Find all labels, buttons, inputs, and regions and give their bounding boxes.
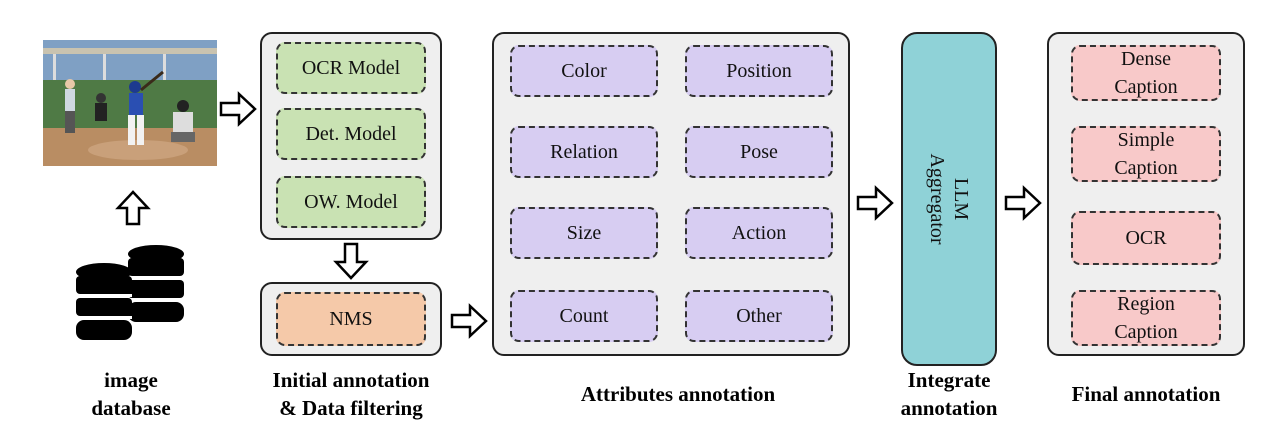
caption-line: database xyxy=(91,396,171,420)
nms-box: NMS xyxy=(276,292,426,346)
arrow-right-icon xyxy=(219,91,257,127)
arrow-up-icon xyxy=(115,190,151,226)
attribute-label: Other xyxy=(736,305,782,327)
attribute-box: Color xyxy=(510,45,658,97)
arrow-right-icon xyxy=(1004,185,1042,221)
attribute-box: Position xyxy=(685,45,833,97)
final-label: Caption xyxy=(1114,321,1178,343)
attribute-box: Other xyxy=(685,290,833,342)
final-label: Dense xyxy=(1121,48,1171,70)
database-icon xyxy=(76,245,184,340)
baseball-photo xyxy=(43,40,217,166)
nms-label: NMS xyxy=(329,308,373,330)
attribute-box: Size xyxy=(510,207,658,259)
attribute-box: Count xyxy=(510,290,658,342)
attribute-label: Relation xyxy=(550,141,618,163)
attribute-box: Relation xyxy=(510,126,658,178)
final-label: Simple xyxy=(1117,129,1175,151)
final-label: Region xyxy=(1117,293,1175,315)
model-box-ocr: OCR Model xyxy=(276,42,426,94)
final-label: OCR xyxy=(1125,227,1167,249)
llm-aggregator-label: LLM Aggregator xyxy=(925,153,973,244)
attribute-label: Action xyxy=(731,222,787,244)
attribute-label: Count xyxy=(559,305,609,327)
attribute-label: Position xyxy=(726,60,792,82)
caption-initial-annotation: Initial annotation & Data filtering xyxy=(246,366,456,422)
caption-line: Attributes annotation xyxy=(580,382,776,406)
attribute-box: Action xyxy=(685,207,833,259)
arrow-right-icon xyxy=(450,303,488,339)
llm-label: LLM xyxy=(950,177,972,221)
arrow-right-icon xyxy=(856,185,894,221)
caption-final-annotation: Final annotation xyxy=(1046,380,1246,408)
caption-line: Integrate xyxy=(907,368,991,392)
arrow-down-icon xyxy=(333,242,369,280)
caption-image-database: image database xyxy=(56,366,206,422)
caption-attributes-annotation: Attributes annotation xyxy=(530,380,826,408)
model-box-det: Det. Model xyxy=(276,108,426,160)
caption-line: annotation xyxy=(900,396,998,420)
final-label: Caption xyxy=(1114,76,1178,98)
attribute-box: Pose xyxy=(685,126,833,178)
caption-line: Final annotation xyxy=(1071,382,1221,406)
attribute-label: Pose xyxy=(740,141,778,163)
llm-aggregator: LLM Aggregator xyxy=(901,32,997,366)
model-label: Det. Model xyxy=(305,123,397,145)
model-label: OCR Model xyxy=(301,57,401,79)
model-label: OW. Model xyxy=(304,191,398,213)
caption-line: image xyxy=(104,368,158,392)
caption-integrate-annotation: Integrate annotation xyxy=(866,366,1032,422)
final-label: Caption xyxy=(1114,157,1178,179)
caption-line: & Data filtering xyxy=(279,396,423,420)
model-box-ow: OW. Model xyxy=(276,176,426,228)
final-box-ocr: OCR xyxy=(1071,211,1221,265)
attribute-label: Color xyxy=(561,60,607,82)
attribute-label: Size xyxy=(566,222,602,244)
aggregator-label: Aggregator xyxy=(926,153,948,245)
caption-line: Initial annotation xyxy=(272,368,430,392)
